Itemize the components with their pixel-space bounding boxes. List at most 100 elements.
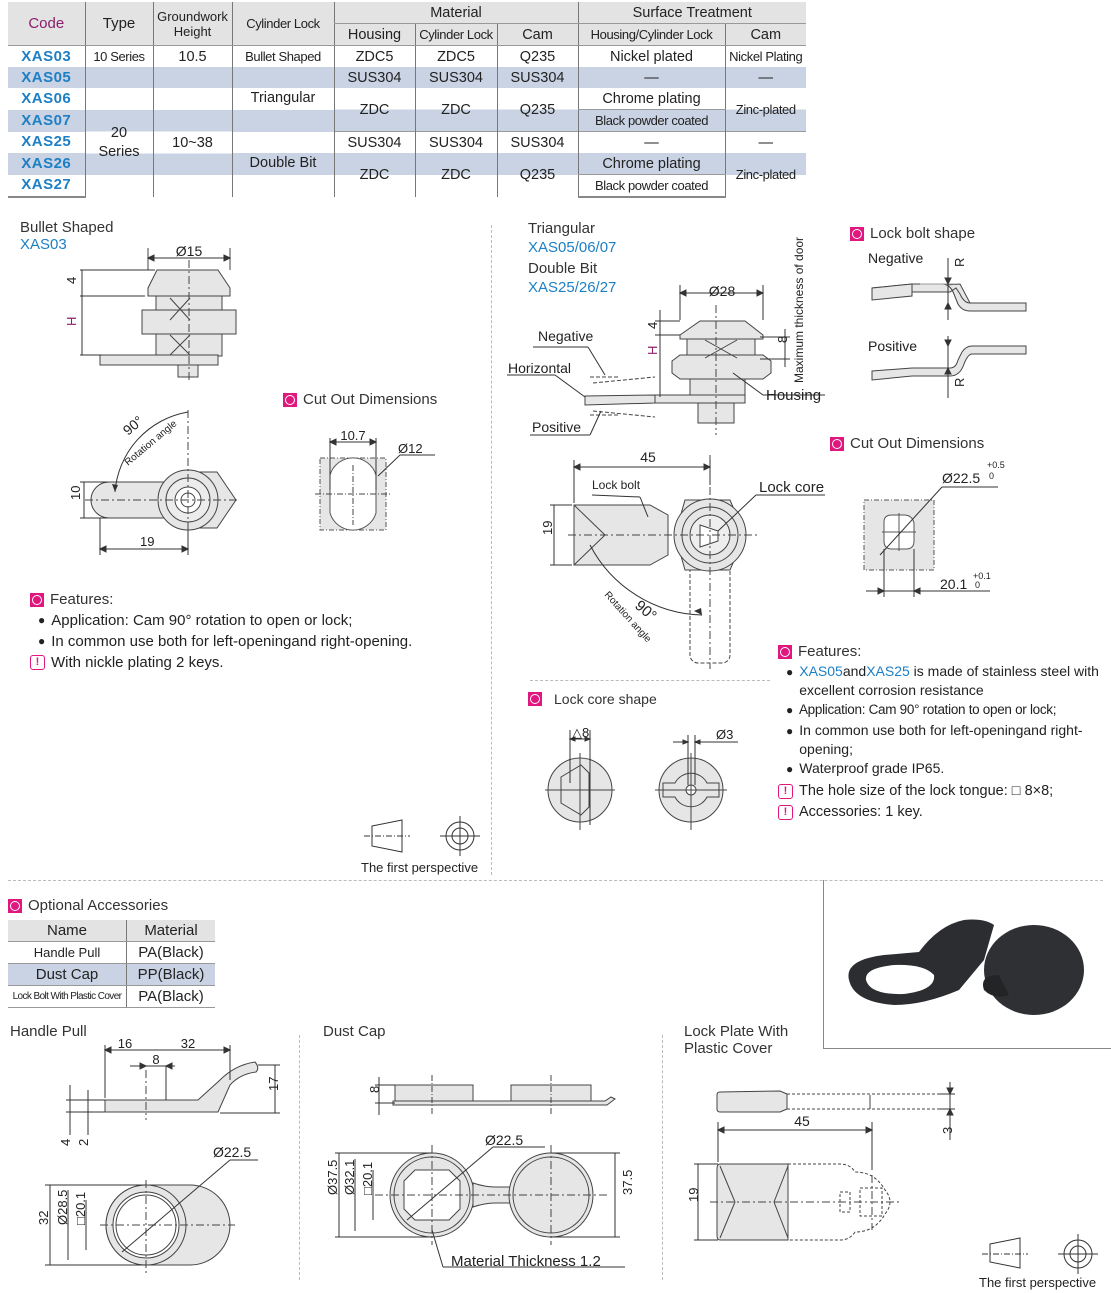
header-surface-cam: Cam	[724, 23, 806, 46]
table-row: Handle Pull PA(Black)	[8, 941, 215, 964]
r-neg-label: R	[952, 258, 967, 267]
core-tri-label: △8	[572, 725, 589, 740]
header-surface-treatment: Surface Treatment	[577, 2, 806, 24]
surface-cam-cell: —	[724, 131, 806, 153]
tri-cutout-width-label: 20.1	[940, 576, 967, 592]
lp-d3-label: 3	[940, 1127, 955, 1134]
tri-cutout-dia-label: Ø22.5	[942, 470, 980, 486]
w-tol-plus: +0.1	[973, 571, 991, 581]
dc-dia321-label: Ø32.1	[342, 1160, 357, 1195]
warning-icon: !	[778, 784, 793, 799]
cam-cell: Q235	[496, 153, 578, 197]
housing-cell: SUS304	[333, 131, 415, 153]
acc-header-name: Name	[8, 920, 127, 942]
negative-label: Negative	[538, 328, 593, 344]
double-bit-title: Double Bit	[528, 260, 598, 277]
lp-h19-label: 19	[686, 1188, 701, 1202]
surface-cam-cell: Zinc-plated	[724, 153, 806, 197]
section-marker-icon	[8, 898, 22, 913]
surface-housing-cell: Chrome plating	[577, 153, 725, 175]
hp-sq201-label: □20.1	[73, 1192, 88, 1225]
bullet-code: XAS03	[20, 236, 67, 253]
lock-plate-title-block: Lock Plate With Plastic Cover	[684, 1023, 788, 1057]
bolt-shape-heading: Lock bolt shape	[850, 225, 975, 242]
feature-item: ●In common use both for left-openingand …	[38, 633, 413, 650]
note-text: The hole size of the lock tongue: □ 8×8;	[799, 783, 1054, 799]
vertical-divider	[299, 1035, 300, 1280]
core-shape-title: Lock core shape	[554, 691, 657, 707]
triangular-codes: XAS05/06/07	[528, 239, 617, 256]
cam-cell: SUS304	[496, 67, 578, 88]
core-shape-heading: Lock core shape	[528, 691, 657, 707]
feature-mid: and	[842, 663, 867, 679]
dc-d8-label: 8	[367, 1086, 382, 1093]
dc-sq201-label: □20.1	[360, 1162, 375, 1195]
dc-thickness-label: Material Thickness 1.2	[451, 1253, 601, 1270]
tri-cutout-drawing: Ø22.5 +0.5 0 20.1 +0.1 0	[863, 460, 1005, 597]
accessories-table: Name Material Handle Pull PA(Black) Dust…	[8, 920, 215, 1008]
bullet-title: Bullet Shaped	[20, 219, 114, 236]
section-marker-icon	[778, 644, 792, 659]
features-heading: Features:	[30, 591, 412, 608]
lock-core-label: Lock core	[759, 479, 824, 496]
header-surface-housing-cylinder: Housing/Cylinder Lock	[577, 23, 725, 46]
code-cell: XAS25	[21, 133, 72, 151]
triangular-title-block: Triangular XAS05/06/07 Double Bit XAS25/…	[528, 219, 616, 297]
feature-text: Application: Cam 90° rotation to open or…	[51, 612, 353, 629]
tri-h4-label: 4	[645, 322, 660, 329]
dust-cap-drawing: 8 Ø22.5 Ø37.5 Ø32.1 □20.1 37.5 Material …	[325, 1075, 635, 1270]
horizontal-label: Horizontal	[508, 360, 571, 376]
housing-cell: ZDC5	[333, 45, 415, 67]
tri-H-label: H	[645, 346, 660, 355]
warning-icon: !	[30, 655, 45, 670]
code-cell: XAS05	[8, 67, 85, 88]
dc-dia375-label: Ø37.5	[325, 1160, 340, 1195]
acc-header-material: Material	[126, 920, 215, 942]
section-marker-icon	[528, 692, 542, 706]
tri-features-title: Features:	[798, 643, 862, 660]
cyl-material-cell: ZDC	[414, 153, 497, 197]
table-row: XAS05 SUS304 SUS304 SUS304 — —	[8, 67, 806, 88]
bullet-title-block: Bullet Shaped XAS03	[20, 219, 113, 253]
bolt-negative-label: Negative	[868, 250, 923, 266]
core-dia-label: Ø3	[716, 727, 733, 742]
cutout-dia-label: Ø12	[398, 441, 423, 456]
section-marker-icon	[850, 226, 864, 241]
table-row: XAS03 10 Series 10.5 Bullet Shaped ZDC5 …	[8, 45, 806, 67]
lp-w45-label: 45	[794, 1113, 810, 1129]
table-row: XAS26 Double Bit ZDC ZDC Q235 Chrome pla…	[8, 153, 806, 197]
cutout-width-label: 10.7	[340, 428, 365, 443]
housing-cell: ZDC	[333, 88, 415, 132]
dust-cap-title: Dust Cap	[323, 1023, 386, 1040]
hp-d17-label: 17	[266, 1077, 281, 1091]
hp-d2-label: 2	[76, 1139, 91, 1146]
first-perspective-symbol	[364, 816, 480, 856]
feature-text: XAS05andXAS25 is made of stainless steel…	[799, 662, 1108, 700]
section-marker-icon	[283, 392, 297, 407]
cylinder-lock-cell	[231, 67, 334, 88]
lock-plate-drawing: 3 45 19	[686, 1082, 955, 1241]
table-row: XAS27 Black powder coated	[8, 174, 806, 198]
dc-dia-label: Ø22.5	[485, 1132, 523, 1148]
handle-pull-title: Handle Pull	[10, 1023, 87, 1040]
feature-item: ●In common use both for left-openingand …	[778, 721, 1108, 759]
housing-cell: ZDC	[333, 153, 415, 197]
lock-bolt-label: Lock bolt	[592, 478, 641, 492]
accessories-title: Optional Accessories	[28, 897, 169, 914]
code-cell: XAS26	[8, 153, 85, 175]
acc-material-cell: PA(Black)	[126, 941, 215, 964]
bullet-features: Features: ●Application: Cam 90° rotation…	[30, 591, 412, 673]
header-type: Type	[84, 2, 153, 46]
vertical-divider	[491, 225, 492, 875]
triangular-features: Features: ● XAS05andXAS25 is made of sta…	[778, 643, 1108, 822]
note-item: ! The hole size of the lock tongue: □ 8×8…	[778, 782, 1108, 801]
bullet-side-view-drawing: Ø15 4 H	[64, 243, 237, 380]
bolt-positive-label: Positive	[868, 338, 917, 354]
dia-tol-plus: +0.5	[987, 460, 1005, 470]
positive-label: Positive	[532, 419, 581, 435]
header-cylinder-lock: Cylinder Lock	[231, 2, 334, 46]
tri-features-heading: Features:	[778, 643, 1108, 660]
acc-material-cell: PP(Black)	[126, 963, 215, 986]
first-perspective-label-2: The first perspective	[979, 1275, 1097, 1290]
tri-h19-label: 19	[540, 521, 555, 535]
